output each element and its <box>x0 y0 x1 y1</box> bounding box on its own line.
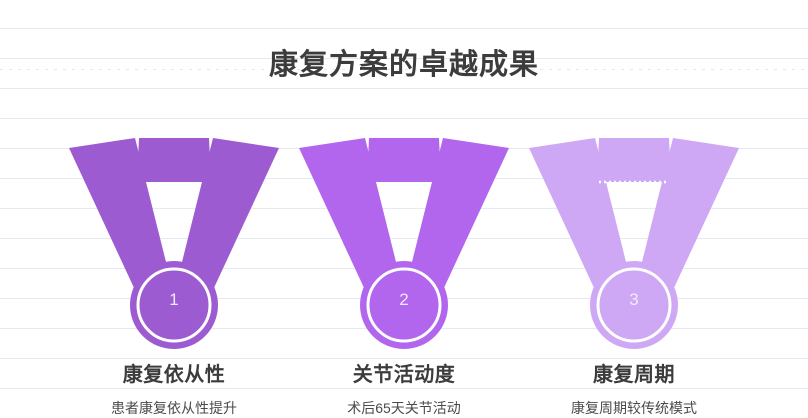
medals-row: 1 康复依从性 患者康复依从性提升 2 关节活动度 <box>0 130 808 418</box>
medal-ribbon-icon: 3 <box>519 130 749 355</box>
medal-description-3: 康复周期较传统模式 <box>571 400 697 416</box>
medal-ribbon-icon: 2 <box>289 130 519 355</box>
medal-heading-3: 康复周期 <box>593 364 675 386</box>
medal-ribbon-icon: 1 <box>59 130 289 355</box>
medal-description-1: 患者康复依从性提升 <box>111 400 237 416</box>
medal-card-2[interactable]: 2 关节活动度 术后65天关节活动 <box>289 130 519 418</box>
medal-heading-1: 康复依从性 <box>122 364 226 386</box>
medal-heading-2: 关节活动度 <box>352 364 456 386</box>
page-title: 康复方案的卓越成果 <box>268 49 539 81</box>
medal-card-3[interactable]: 3 康复周期 康复周期较传统模式 <box>519 130 749 418</box>
medal-card-1[interactable]: 1 康复依从性 患者康复依从性提升 <box>59 130 289 418</box>
medal-description-2: 术后65天关节活动 <box>347 400 461 416</box>
